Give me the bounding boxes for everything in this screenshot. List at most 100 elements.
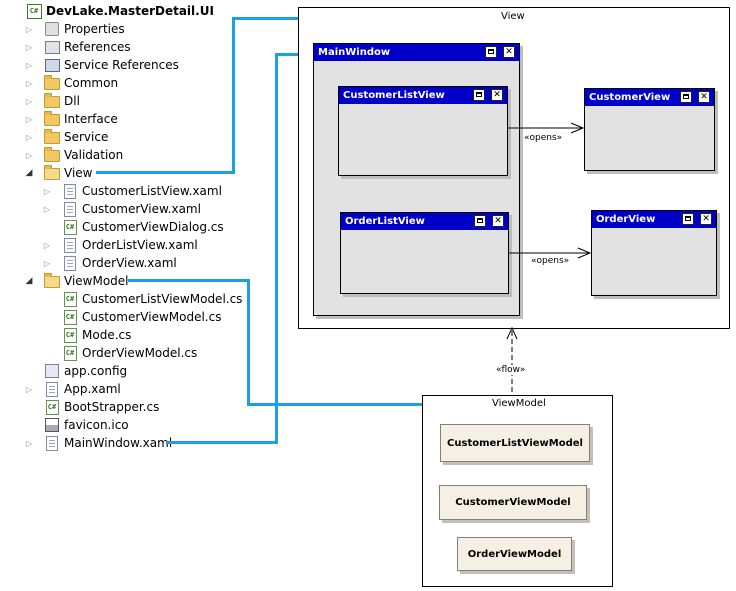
- expand-arrow-icon[interactable]: ▷: [25, 114, 33, 124]
- tree-item-interface[interactable]: Interface: [44, 110, 118, 128]
- tree-item-label: BootStrapper.cs: [64, 400, 160, 414]
- tree-item-label: Dll: [64, 94, 80, 108]
- tree-item-customerviewdialog-cs[interactable]: C# CustomerViewDialog.cs: [62, 218, 224, 236]
- expand-arrow-icon[interactable]: ▷: [25, 384, 33, 394]
- csharp-project-icon: C#: [26, 3, 42, 19]
- tree-item-service[interactable]: Service: [44, 128, 108, 146]
- icon-file-icon: [44, 418, 60, 432]
- maximize-icon[interactable]: [680, 91, 692, 103]
- tree-item-app-config[interactable]: app.config: [44, 362, 127, 380]
- maximize-icon[interactable]: [682, 213, 694, 225]
- expand-arrow-icon[interactable]: ▷: [43, 240, 51, 250]
- viewmodel-connector-h1: [128, 279, 250, 282]
- expand-arrow-icon[interactable]: ▷: [25, 96, 33, 106]
- close-icon[interactable]: ✕: [700, 213, 712, 225]
- orderviewmodel-class[interactable]: OrderViewModel: [457, 537, 572, 571]
- references-icon: [44, 40, 60, 54]
- csharp-file-icon: C#: [62, 345, 78, 361]
- maximize-icon[interactable]: [485, 46, 497, 58]
- maximize-icon[interactable]: [474, 215, 486, 227]
- tree-item-label: Interface: [64, 112, 118, 126]
- tree-item-viewmodel[interactable]: ViewModel: [44, 272, 129, 290]
- expand-arrow-icon[interactable]: ▷: [25, 78, 33, 88]
- tree-item-customerlistview-xaml[interactable]: CustomerListView.xaml: [62, 182, 222, 200]
- folder-icon: [44, 147, 60, 162]
- tree-item-label: Service References: [64, 58, 179, 72]
- tree-item-dll[interactable]: Dll: [44, 92, 80, 110]
- tree-item-orderviewmodel-cs[interactable]: C# OrderViewModel.cs: [62, 344, 197, 362]
- tree-item-properties[interactable]: Properties: [44, 20, 125, 38]
- tree-item-references[interactable]: References: [44, 38, 131, 56]
- close-icon[interactable]: ✕: [698, 91, 710, 103]
- expand-arrow-icon[interactable]: ▷: [25, 132, 33, 142]
- tree-item-label: CustomerListViewModel.cs: [82, 292, 243, 306]
- expand-arrow-icon[interactable]: ▷: [25, 150, 33, 160]
- viewmodel-connector-h2: [247, 403, 491, 406]
- customerview-box[interactable]: CustomerView ✕: [584, 88, 715, 171]
- customerlistviewmodel-class[interactable]: CustomerListViewModel: [440, 424, 590, 462]
- tree-project-root[interactable]: C# DevLake.MasterDetail.UI: [26, 2, 214, 20]
- collapse-arrow-icon[interactable]: ◢: [25, 168, 33, 178]
- tree-item-label: App.xaml: [64, 382, 121, 396]
- expand-arrow-icon[interactable]: ▷: [43, 186, 51, 196]
- tree-item-app-xaml[interactable]: App.xaml: [44, 380, 121, 398]
- tree-item-service-references[interactable]: Service References: [44, 56, 179, 74]
- open-folder-icon: [44, 273, 60, 288]
- folder-icon: [44, 111, 60, 126]
- maximize-icon[interactable]: [473, 89, 485, 101]
- xaml-file-icon: [62, 201, 78, 217]
- customerview-title: CustomerView: [585, 89, 714, 106]
- tree-item-label: favicon.ico: [64, 418, 129, 432]
- tree-item-bootstrapper-cs[interactable]: C# BootStrapper.cs: [44, 398, 159, 416]
- folder-icon: [44, 129, 60, 144]
- tree-item-customerlistviewmodel-cs[interactable]: C# CustomerListViewModel.cs: [62, 290, 242, 308]
- tree-item-label: MainWindow.xaml: [64, 436, 173, 450]
- tree-item-mainwindow-xaml[interactable]: MainWindow.xaml: [44, 434, 172, 452]
- xaml-file-icon: [62, 237, 78, 253]
- csharp-file-icon: C#: [62, 291, 78, 307]
- tree-item-common[interactable]: Common: [44, 74, 118, 92]
- expand-arrow-icon[interactable]: ▷: [25, 60, 33, 70]
- project-label: DevLake.MasterDetail.UI: [46, 4, 214, 18]
- expand-arrow-icon[interactable]: ▷: [43, 258, 51, 268]
- tree-item-label: Validation: [64, 148, 124, 162]
- tree-item-label: OrderViewModel.cs: [82, 346, 198, 360]
- tree-item-customerview-xaml[interactable]: CustomerView.xaml: [62, 200, 201, 218]
- tree-item-label: CustomerViewDialog.cs: [82, 220, 224, 234]
- expand-arrow-icon[interactable]: ▷: [43, 204, 51, 214]
- expand-arrow-icon[interactable]: ▷: [25, 42, 33, 52]
- orderlistview-box[interactable]: OrderListView ✕: [340, 212, 509, 294]
- orderview-box[interactable]: OrderView ✕: [591, 210, 717, 296]
- customerviewmodel-class[interactable]: CustomerViewModel: [439, 485, 587, 520]
- xaml-file-icon: [44, 435, 60, 451]
- collapse-arrow-icon[interactable]: ◢: [25, 276, 33, 286]
- opens-label-2: «opens»: [531, 256, 570, 266]
- tree-item-validation[interactable]: Validation: [44, 146, 123, 164]
- customerlistview-box[interactable]: CustomerListView ✕: [338, 86, 508, 176]
- orderview-title: OrderView: [592, 211, 716, 228]
- close-icon[interactable]: ✕: [491, 89, 503, 101]
- flow-label: «flow»: [496, 365, 526, 375]
- open-folder-icon: [44, 165, 60, 180]
- close-icon[interactable]: ✕: [503, 46, 515, 58]
- folder-icon: [44, 75, 60, 90]
- tree-item-label: OrderListView.xaml: [82, 238, 198, 252]
- xaml-file-icon: [62, 183, 78, 199]
- close-icon[interactable]: ✕: [492, 215, 504, 227]
- view-connector-h1: [96, 171, 235, 174]
- tree-item-view[interactable]: View: [44, 164, 92, 182]
- tree-item-mode-cs[interactable]: C# Mode.cs: [62, 326, 131, 344]
- mainwindow-title: MainWindow: [314, 44, 519, 61]
- expand-arrow-icon[interactable]: ▷: [25, 24, 33, 34]
- tree-item-label: Service: [64, 130, 109, 144]
- view-connector-v: [232, 17, 235, 174]
- tree-item-label: ViewModel: [64, 274, 129, 288]
- tree-item-customerviewmodel-cs[interactable]: C# CustomerViewModel.cs: [62, 308, 221, 326]
- tree-item-label: CustomerViewModel.cs: [82, 310, 222, 324]
- mainwindow-connector-h1: [166, 441, 278, 444]
- tree-item-orderview-xaml[interactable]: OrderView.xaml: [62, 254, 177, 272]
- tree-item-orderlistview-xaml[interactable]: OrderListView.xaml: [62, 236, 198, 254]
- expand-arrow-icon[interactable]: ▷: [25, 438, 33, 448]
- tree-item-favicon-ico[interactable]: favicon.ico: [44, 416, 129, 434]
- tree-item-label: View: [64, 166, 93, 180]
